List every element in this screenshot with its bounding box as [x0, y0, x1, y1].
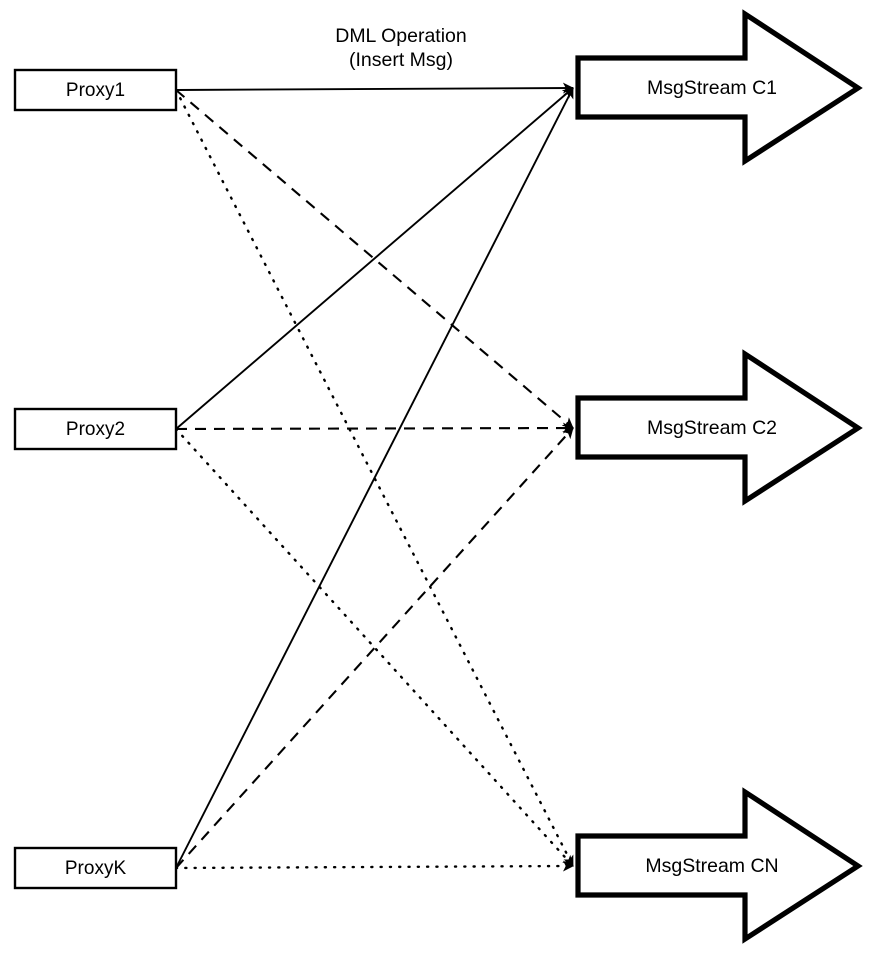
msgstream-c2-label: MsgStream C2 [647, 417, 777, 439]
dml-operation-caption-line1: DML Operation [335, 25, 467, 47]
proxy-node-proxy2-box [13, 407, 178, 451]
link-proxy1-to-c2 [175, 89, 574, 429]
link-proxyk-to-c1 [175, 87, 574, 869]
proxy-node-proxy1-box [13, 68, 178, 112]
msgstream-c1[interactable]: MsgStream C1 [575, 9, 863, 166]
msgstream-c2[interactable]: MsgStream C2 [575, 349, 863, 506]
proxy-node-proxyk-box [13, 846, 178, 890]
msgstream-c1-arrow-shape [575, 9, 863, 166]
link-proxyk-to-cn [174, 860, 575, 872]
msgstream-cn-label: MsgStream CN [645, 855, 778, 877]
msgstream-c1-label: MsgStream C1 [647, 77, 777, 99]
msgstream-c2-arrow-shape [575, 349, 863, 506]
link-proxy1-to-c1 [175, 82, 574, 94]
proxy-node-proxyk[interactable]: ProxyK [13, 846, 178, 890]
proxy-node-proxy2[interactable]: Proxy2 [13, 407, 178, 451]
link-proxy1-to-cn [174, 88, 575, 868]
msgstream-cn-arrow-shape [575, 787, 863, 944]
link-proxy2-to-cn [174, 427, 575, 868]
proxy-node-proxy1-label: Proxy1 [66, 80, 125, 101]
link-proxy2-to-c1 [175, 87, 574, 430]
proxy-node-proxy2-label: Proxy2 [66, 419, 125, 440]
link-proxyk-to-c2 [175, 427, 574, 869]
msgstream-cn[interactable]: MsgStream CN [575, 787, 863, 944]
dml-operation-caption-line2: (Insert Msg) [349, 49, 453, 71]
link-proxy2-to-c2 [175, 422, 574, 434]
dml-operation-caption: DML Operation (Insert Msg) [335, 25, 467, 71]
proxy-node-proxyk-label: ProxyK [65, 858, 127, 879]
link-layer [174, 82, 575, 872]
msgstream-layer: MsgStream C1 MsgStream C2 MsgStream CN [575, 9, 863, 944]
proxy-node-proxy1[interactable]: Proxy1 [13, 68, 178, 112]
